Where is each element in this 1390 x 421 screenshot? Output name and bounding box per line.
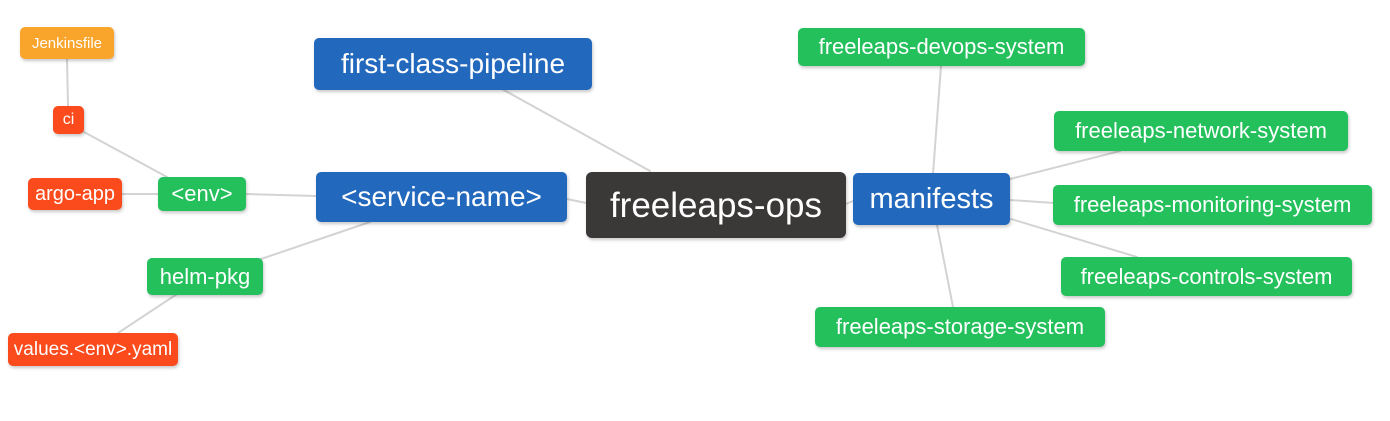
edge-manifests-monitoring bbox=[1009, 199, 1055, 204]
node-freeleaps-monitoring-system[interactable]: freeleaps-monitoring-system bbox=[1053, 185, 1372, 225]
node-helm-pkg[interactable]: helm-pkg bbox=[147, 258, 263, 295]
edge-values-helm-pkg bbox=[117, 293, 178, 334]
node-freeleaps-controls-system[interactable]: freeleaps-controls-system bbox=[1061, 257, 1352, 296]
edge-manifests-devops bbox=[932, 65, 942, 175]
node-first-class-pipeline[interactable]: first-class-pipeline bbox=[314, 38, 592, 90]
node-manifests[interactable]: manifests bbox=[853, 173, 1010, 225]
edge-freeleaps-ops-manifests bbox=[845, 200, 854, 205]
node-freeleaps-storage-system[interactable]: freeleaps-storage-system bbox=[815, 307, 1105, 347]
node-env[interactable]: <env> bbox=[158, 177, 246, 211]
node-ci[interactable]: ci bbox=[53, 106, 84, 134]
node-argo-app[interactable]: argo-app bbox=[28, 178, 122, 210]
edge-env-service-name bbox=[245, 193, 317, 197]
node-freeleaps-devops-system[interactable]: freeleaps-devops-system bbox=[798, 28, 1085, 66]
edge-service-name-helm-pkg bbox=[257, 221, 371, 261]
edge-jenkinsfile-ci bbox=[66, 58, 69, 107]
node-freeleaps-network-system[interactable]: freeleaps-network-system bbox=[1054, 111, 1348, 151]
node-jenkinsfile[interactable]: Jenkinsfile bbox=[20, 27, 114, 59]
edge-manifests-network bbox=[1009, 150, 1121, 180]
edge-ci-env bbox=[83, 131, 168, 178]
edge-pipeline-freeleaps-ops bbox=[501, 88, 651, 172]
edge-manifests-controls bbox=[1010, 218, 1138, 258]
edge-service-name-freeleaps-ops bbox=[566, 198, 587, 204]
edge-manifests-storage bbox=[936, 224, 954, 308]
node-freeleaps-ops[interactable]: freeleaps-ops bbox=[586, 172, 846, 238]
node-service-name[interactable]: <service-name> bbox=[316, 172, 567, 222]
node-values-env-yaml[interactable]: values.<env>.yaml bbox=[8, 333, 178, 366]
